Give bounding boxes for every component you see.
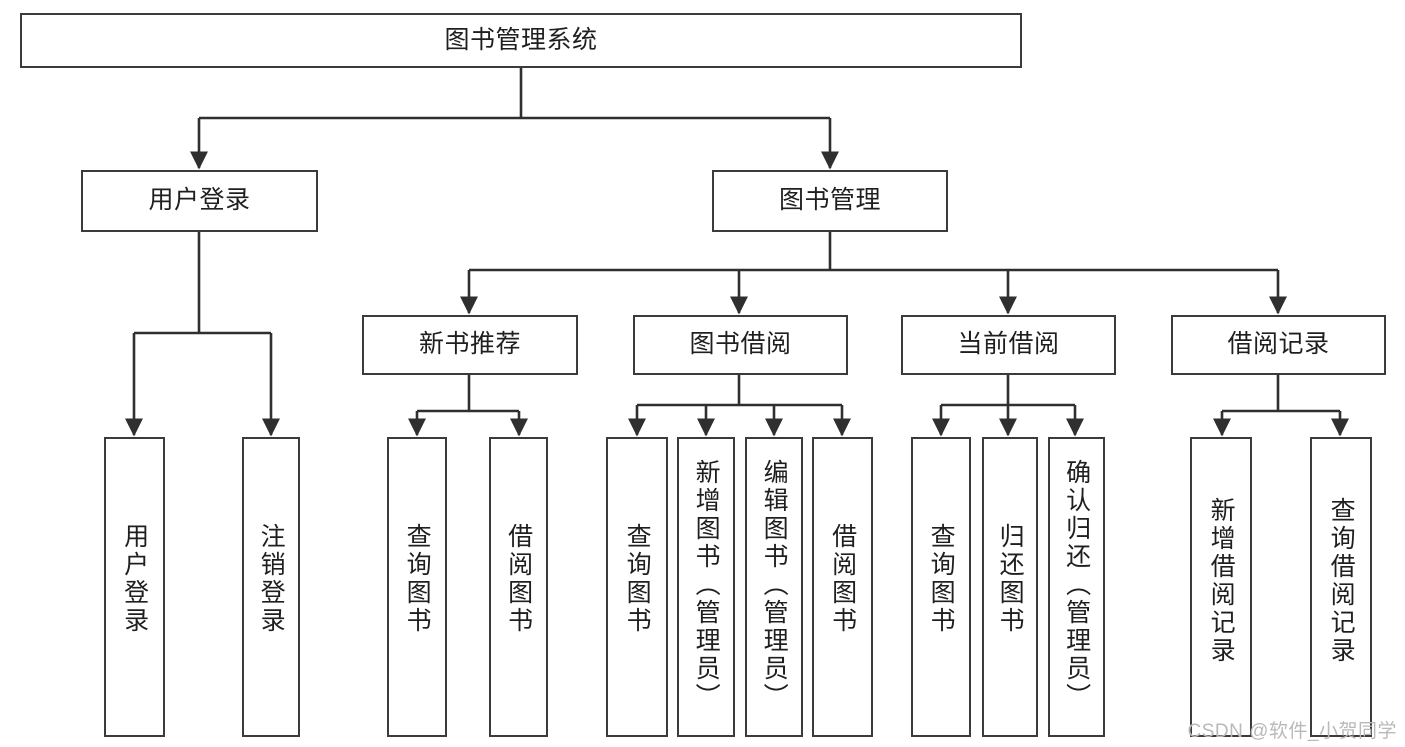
node-root-book-management-system[interactable]: 图书管理系统 — [20, 13, 1022, 68]
node-book-borrow[interactable]: 图书借阅 — [633, 315, 848, 375]
leaf-user-login-login[interactable]: 用户登录 — [104, 437, 165, 737]
node-new-book-recommend[interactable]: 新书推荐 — [362, 315, 578, 375]
node-label: 编辑图书（管理员） — [760, 459, 789, 711]
node-label: 新增借阅记录 — [1207, 497, 1236, 665]
leaf-new-book-query[interactable]: 查询图书 — [387, 437, 447, 737]
node-label: 用户登录 — [148, 186, 251, 215]
node-label: 借阅图书 — [504, 523, 533, 635]
leaf-book-borrow-edit[interactable]: 编辑图书（管理员） — [745, 437, 803, 737]
leaf-book-borrow-borrow[interactable]: 借阅图书 — [812, 437, 873, 737]
leaf-borrow-record-add[interactable]: 新增借阅记录 — [1190, 437, 1252, 737]
node-user-login[interactable]: 用户登录 — [81, 170, 318, 232]
leaf-borrow-record-query[interactable]: 查询借阅记录 — [1310, 437, 1372, 737]
node-label: 新书推荐 — [418, 330, 521, 359]
node-label: 查询图书 — [623, 523, 652, 635]
node-label: 图书借阅 — [689, 330, 792, 359]
node-label: 查询借阅记录 — [1327, 497, 1356, 665]
node-borrow-record[interactable]: 借阅记录 — [1171, 315, 1386, 375]
leaf-user-login-logout[interactable]: 注销登录 — [242, 437, 300, 737]
node-current-borrow[interactable]: 当前借阅 — [901, 315, 1116, 375]
node-label: 注销登录 — [257, 523, 286, 635]
leaf-book-borrow-query[interactable]: 查询图书 — [606, 437, 668, 737]
node-label: 确认归还（管理员） — [1062, 459, 1091, 711]
node-label: 图书管理系统 — [444, 25, 598, 54]
node-label: 借阅记录 — [1227, 330, 1330, 359]
leaf-book-borrow-add[interactable]: 新增图书（管理员） — [677, 437, 735, 737]
node-label: 查询图书 — [927, 523, 956, 635]
csdn-watermark: CSDN @软件_小贺同学 — [1187, 721, 1397, 742]
node-label: 归还图书 — [996, 523, 1025, 635]
node-label: 当前借阅 — [957, 330, 1060, 359]
node-label: 借阅图书 — [828, 523, 857, 635]
leaf-new-book-borrow[interactable]: 借阅图书 — [489, 437, 548, 737]
leaf-current-borrow-return[interactable]: 归还图书 — [982, 437, 1038, 737]
leaf-current-borrow-confirm-return[interactable]: 确认归还（管理员） — [1048, 437, 1105, 737]
node-label: 用户登录 — [120, 523, 149, 635]
node-label: 新增图书（管理员） — [692, 459, 721, 711]
leaf-current-borrow-query[interactable]: 查询图书 — [911, 437, 971, 737]
node-label: 图书管理 — [778, 186, 881, 215]
node-label: 查询图书 — [403, 523, 432, 635]
node-book-management[interactable]: 图书管理 — [712, 170, 948, 232]
